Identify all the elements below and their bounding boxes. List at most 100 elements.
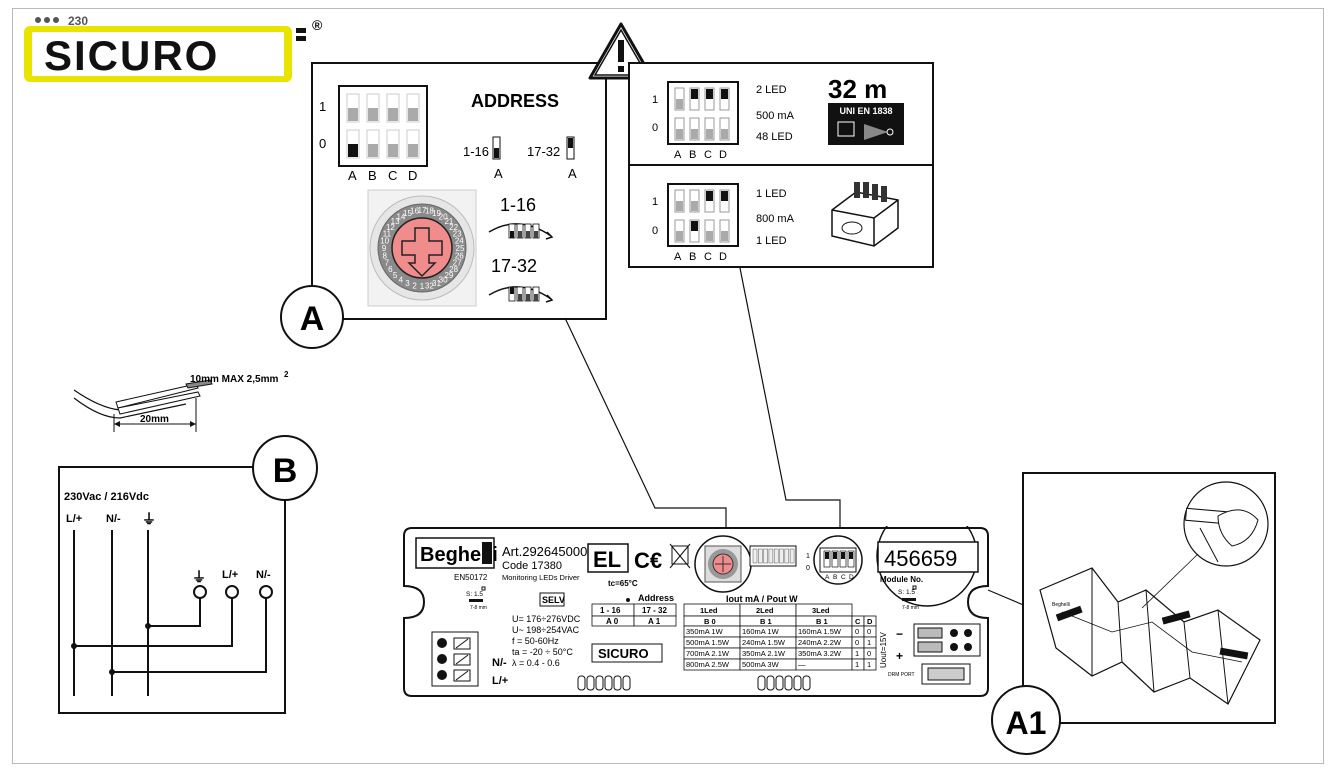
svg-text:N/-: N/- — [256, 569, 271, 581]
dip-lever — [721, 129, 728, 139]
dip-column-label: C — [841, 574, 846, 581]
dip-lever — [368, 144, 378, 157]
svg-text:1: 1 — [806, 553, 810, 560]
spec-line: U~ 198÷254VAC — [512, 625, 580, 635]
svg-text:tc=65°C: tc=65°C — [608, 579, 638, 588]
dip-lever — [706, 89, 713, 99]
svg-text:230Vac / 216Vdc: 230Vac / 216Vdc — [64, 491, 149, 503]
rotary-number: 8 — [382, 251, 387, 260]
led-value: 350mA 3.2W — [798, 649, 842, 658]
dip-lever — [408, 108, 418, 121]
dip-lever — [841, 552, 845, 559]
addr-code: A 0 — [606, 617, 619, 626]
dip-column-label: A — [674, 251, 682, 263]
cd-value: 0 — [867, 627, 871, 636]
mini-dip-lever — [518, 231, 522, 238]
cd-header: C — [855, 617, 861, 626]
svg-text:0: 0 — [319, 136, 326, 151]
rotary-number: 13 — [391, 217, 400, 226]
svg-text:L/+: L/+ — [66, 513, 82, 525]
mini-dip-lever — [534, 231, 538, 238]
svg-text:⏚: ⏚ — [192, 569, 206, 585]
led-module-icon — [831, 182, 899, 247]
mini-dip-lever — [510, 231, 514, 238]
dip-lever — [388, 108, 398, 121]
mini-dip-lever — [526, 231, 530, 238]
led-header: 1Led — [700, 606, 718, 615]
addr-code: A 1 — [648, 617, 661, 626]
svg-text:7-8 mm: 7-8 mm — [470, 605, 487, 611]
led-value: 350mA 1W — [686, 627, 724, 636]
section-a-marker: A — [280, 285, 344, 349]
rotary-number: 16 — [410, 207, 419, 216]
dip-lever — [706, 129, 713, 139]
svg-text:Address: Address — [638, 593, 674, 603]
led-value: 240mA 1.5W — [742, 638, 786, 647]
dip-lever — [691, 129, 698, 139]
svg-text:EL: EL — [593, 547, 621, 572]
svg-text:A: A — [568, 166, 577, 181]
rotary-number: 30 — [439, 276, 448, 285]
dip-column-label: C — [388, 168, 397, 183]
led-value: 700mA 2.1W — [686, 649, 730, 658]
dip-column-label: A — [674, 149, 682, 161]
cd-value: 1 — [867, 638, 871, 647]
dip-lever — [691, 221, 698, 231]
sicuro-logo: 230 SICURO ® — [24, 14, 323, 82]
rotary-number: 23 — [453, 230, 462, 239]
dip-switch — [752, 548, 758, 564]
svg-text:Iout mA / Pout W: Iout mA / Pout W — [726, 594, 798, 604]
dip-switch — [779, 548, 784, 564]
dip-lever — [706, 191, 713, 201]
dip-column-label: B — [833, 574, 837, 581]
svg-text:1-16: 1-16 — [500, 195, 536, 215]
led-value: — — [798, 660, 806, 669]
connector-pin — [802, 675, 811, 691]
svg-text:2: 2 — [284, 370, 289, 379]
spec-line: λ = 0.4 - 0.6 — [512, 658, 560, 668]
svg-text:0: 0 — [652, 225, 658, 237]
connector-pin — [613, 675, 622, 691]
a1-inset-content: Beghelli — [1039, 481, 1269, 705]
led-header: 3Led — [812, 606, 830, 615]
svg-text:®: ® — [312, 17, 323, 33]
dip-column-label: C — [704, 149, 712, 161]
rotary-number: 3 — [405, 279, 410, 288]
svg-text:2 LED: 2 LED — [756, 84, 787, 96]
led-value: 160mA 1.5W — [798, 627, 842, 636]
svg-text:B: B — [273, 452, 298, 490]
cd-value: 0 — [867, 649, 871, 658]
svg-text:7-8 mm: 7-8 mm — [902, 605, 919, 611]
dip-column-label: D — [849, 574, 854, 581]
addr-header: 17 - 32 — [642, 606, 667, 615]
svg-text:17-32: 17-32 — [527, 144, 560, 159]
rotary-number: 9 — [382, 244, 387, 253]
svg-text:48 LED: 48 LED — [756, 131, 793, 143]
rotary-number: 15 — [403, 209, 412, 218]
dip-switch — [784, 548, 790, 564]
svg-text:⏚: ⏚ — [142, 511, 156, 527]
rotary-number: 26 — [455, 251, 464, 260]
svg-text:−: − — [896, 627, 903, 641]
svg-text:S: 1.5: S: 1.5 — [898, 589, 915, 596]
svg-text:230: 230 — [68, 14, 88, 28]
rotary-number: 22 — [449, 223, 458, 232]
dip-column-label: A — [348, 168, 357, 183]
dip-column-label: D — [719, 251, 727, 263]
table-cell — [633, 615, 677, 627]
svg-text:A: A — [300, 300, 325, 338]
svg-text:Module No.: Module No. — [880, 575, 923, 584]
connector-pin — [595, 675, 604, 691]
addr-header: 1 - 16 — [600, 606, 621, 615]
svg-text:ADDRESS: ADDRESS — [471, 91, 559, 111]
mini-dip-lever — [526, 294, 530, 301]
rotary-number: 25 — [456, 244, 465, 253]
rotary-number: 10 — [380, 237, 389, 246]
terminal-mark — [455, 670, 469, 681]
svg-text:0: 0 — [652, 122, 658, 134]
svg-text:SELV: SELV — [542, 595, 565, 605]
dip-lever — [849, 552, 853, 559]
svg-text:DRM PORT: DRM PORT — [888, 672, 915, 678]
